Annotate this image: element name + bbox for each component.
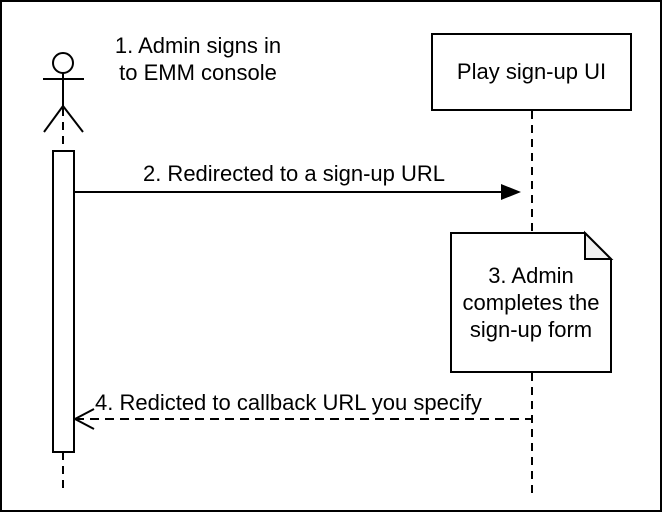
note-shape <box>450 232 612 373</box>
note-line3: sign-up form <box>469 317 593 342</box>
message-4-arrowhead-icon <box>72 408 95 430</box>
note-line1: 3. Admin <box>488 263 574 288</box>
participant-box: Play sign-up UI <box>431 33 632 111</box>
message-4-label: 4. Redicted to callback URL you specify <box>95 390 482 415</box>
message-2-arrowhead-icon <box>501 184 521 200</box>
activation-bar <box>52 150 75 453</box>
note-line2: completes the <box>462 290 600 315</box>
actor-figure <box>43 52 84 133</box>
actor-label-line1: 1. Admin signs in <box>114 33 282 58</box>
actor-leg-left <box>43 105 64 133</box>
actor-head-icon <box>52 52 74 74</box>
actor-label-line2: to EMM console <box>119 60 277 85</box>
participant-label: Play sign-up UI <box>456 59 607 84</box>
note-fold-icon <box>584 230 614 260</box>
message-2-label: 2. Redirected to a sign-up URL <box>142 161 446 186</box>
actor-leg-right <box>62 105 84 133</box>
actor-label: 1. Admin signs in to EMM console <box>98 32 298 86</box>
note-text: 3. Admin completes the sign-up form <box>451 233 611 372</box>
